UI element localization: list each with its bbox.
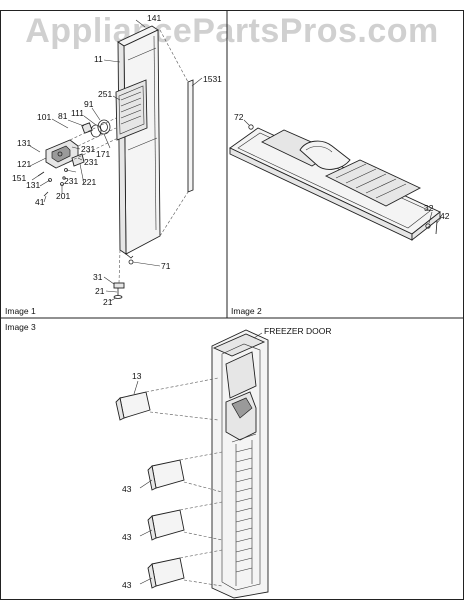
bin-43-top [147, 451, 223, 493]
callout-231-b: 231 [84, 157, 98, 167]
callout-171: 171 [96, 149, 110, 159]
callout-31: 31 [93, 272, 103, 282]
callout-43-middle: 43 [122, 532, 132, 542]
image-2-door-liner: 72 32 42 [229, 112, 450, 241]
callout-32: 32 [424, 203, 434, 213]
callout-42: 42 [440, 211, 450, 221]
callout-251: 251 [98, 89, 112, 99]
image-1-leaders [29, 19, 203, 302]
callout-201: 201 [56, 191, 70, 201]
door-ribs [235, 447, 253, 573]
door-panel [115, 25, 161, 259]
callout-freezer-door: FREEZER DOOR [264, 326, 332, 336]
callout-1531: 1531 [203, 74, 222, 84]
panel-title-image-1: Image 1 [5, 306, 36, 316]
callout-151: 151 [12, 173, 26, 183]
trim-strip [159, 29, 194, 237]
callout-91: 91 [84, 99, 94, 109]
panel-title-image-2: Image 2 [231, 306, 262, 316]
callout-101: 101 [37, 112, 51, 122]
callout-72: 72 [234, 112, 244, 122]
callout-81: 81 [58, 111, 68, 121]
callout-21-b: 21 [103, 297, 113, 307]
bin-43-middle [147, 501, 223, 541]
bin-43-bottom [147, 549, 223, 589]
callout-141: 141 [147, 13, 161, 23]
callout-121: 121 [17, 159, 31, 169]
callout-43-bottom: 43 [122, 580, 132, 590]
watermark-logo: AppliancePartsPros.com [25, 12, 438, 50]
image-3-freezer-door: 13 FREEZER DOOR 43 43 43 [115, 326, 332, 599]
callout-11: 11 [94, 54, 103, 64]
callout-221: 221 [82, 177, 96, 187]
callout-131-top: 131 [17, 138, 31, 148]
panel-title-image-3: Image 3 [5, 322, 36, 332]
callout-43-top: 43 [122, 484, 132, 494]
callout-111: 111 [71, 108, 84, 118]
callout-13: 13 [132, 371, 142, 381]
callout-21-a: 21 [95, 286, 105, 296]
callout-41: 41 [35, 197, 45, 207]
callout-231-a: 231 [81, 144, 95, 154]
callout-71: 71 [161, 261, 171, 271]
callout-231-c: 231 [64, 176, 78, 186]
callout-131-bottom: 131 [26, 180, 40, 190]
bin-shelf-13 [115, 377, 219, 421]
image-1-door-assembly: 141 11 1531 251 101 81 111 91 171 131 23… [12, 13, 222, 307]
